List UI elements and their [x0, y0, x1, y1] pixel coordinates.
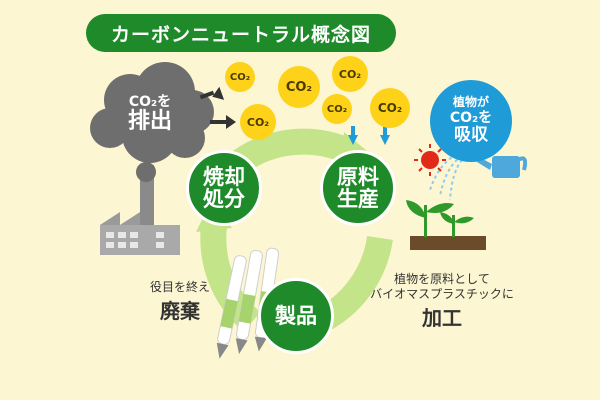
disposal-label: 役目を終え 廃棄 — [140, 280, 220, 324]
processing-label: 植物を原料として バイオマスプラスチックに 加工 — [362, 272, 522, 331]
plants-icon — [406, 200, 486, 250]
absorb-line1: 植物が — [453, 96, 489, 110]
node-incineration: 焼却 処分 — [186, 150, 262, 226]
node-raw-material: 原料 生産 — [320, 150, 396, 226]
processing-small-line2: バイオマスプラスチックに — [362, 287, 522, 302]
absorb-line2: CO₂を — [450, 110, 492, 126]
product-label: 製品 — [275, 305, 317, 327]
co2-bubble: CO₂ — [370, 88, 410, 128]
processing-big: 加工 — [362, 302, 522, 331]
co2-bubble: CO₂ — [322, 94, 352, 124]
co2-bubble: CO₂ — [225, 62, 255, 92]
absorb-line3: 吸収 — [454, 126, 488, 146]
co2-bubble: CO₂ — [278, 66, 320, 108]
emission-label: CO₂を 排出 — [112, 95, 188, 135]
incineration-line1: 焼却 — [203, 166, 245, 188]
incineration-line2: 処分 — [203, 188, 245, 210]
disposal-small: 役目を終え — [140, 280, 220, 295]
absorption-arrows — [348, 126, 390, 145]
raw-material-line2: 生産 — [337, 188, 379, 210]
co2-bubble: CO₂ — [240, 104, 276, 140]
absorb-circle: 植物が CO₂を 吸収 — [430, 80, 512, 162]
node-product: 製品 — [258, 278, 334, 354]
emission-line1: CO₂を — [112, 95, 188, 110]
processing-small-line1: 植物を原料として — [362, 272, 522, 287]
raw-material-line1: 原料 — [337, 166, 379, 188]
emission-line2: 排出 — [112, 110, 188, 134]
disposal-big: 廃棄 — [140, 295, 220, 324]
co2-bubble: CO₂ — [332, 56, 368, 92]
